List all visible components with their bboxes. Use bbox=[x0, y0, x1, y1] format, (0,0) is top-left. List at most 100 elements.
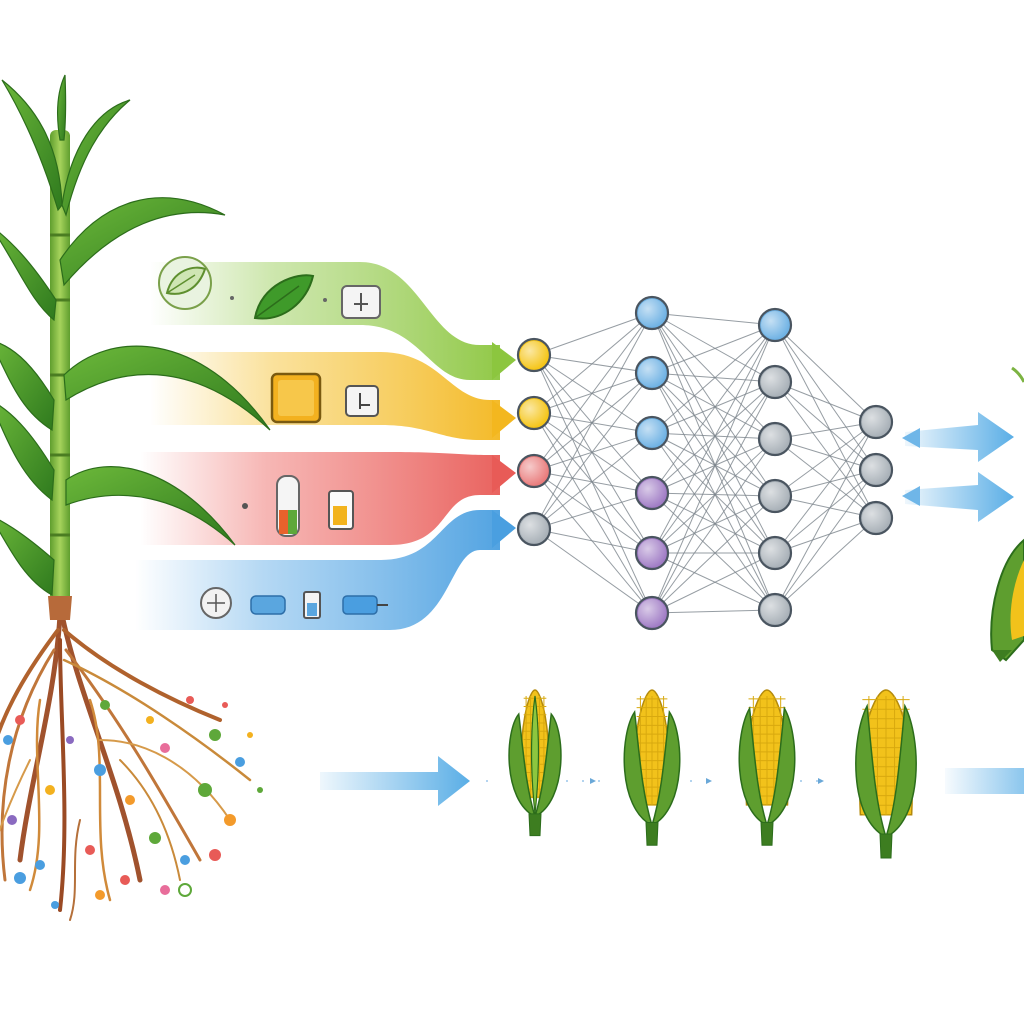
network-node-layer2-3 bbox=[634, 415, 670, 451]
network-node-layer2-1 bbox=[634, 295, 670, 331]
network-connection bbox=[651, 312, 776, 497]
sensor-box-icon bbox=[345, 385, 379, 417]
network-connection bbox=[774, 421, 877, 554]
network-node-layer2-6 bbox=[634, 595, 670, 631]
corn-cob-stage-4-icon bbox=[855, 689, 917, 859]
network-node-layer1-2 bbox=[516, 395, 552, 431]
dot-icon bbox=[242, 503, 248, 509]
network-connection bbox=[651, 609, 776, 614]
network-connection bbox=[651, 372, 776, 497]
network-connection bbox=[774, 381, 877, 471]
network-connection bbox=[774, 517, 877, 554]
network-connection bbox=[651, 312, 776, 383]
network-connection bbox=[533, 312, 653, 472]
arrow-head-green bbox=[492, 342, 516, 380]
network-connection bbox=[651, 432, 776, 554]
network-node-layer3-5 bbox=[757, 535, 793, 571]
network-connection bbox=[774, 438, 877, 471]
leaf-outline-icon bbox=[158, 256, 212, 310]
band-yellow bbox=[150, 352, 500, 440]
network-connection bbox=[533, 312, 653, 530]
network-connection bbox=[651, 381, 776, 614]
network-connection bbox=[533, 354, 653, 434]
network-node-layer4-2 bbox=[858, 452, 894, 488]
network-connection bbox=[533, 412, 653, 614]
network-connection bbox=[533, 372, 653, 530]
network-node-layer1-4 bbox=[516, 511, 552, 547]
network-connection bbox=[651, 372, 776, 440]
network-connection bbox=[533, 528, 653, 614]
network-connections bbox=[533, 312, 877, 614]
band-icons bbox=[158, 256, 388, 619]
network-connection bbox=[651, 381, 776, 554]
network-connection bbox=[774, 438, 877, 519]
root-system-icon bbox=[0, 612, 252, 921]
growth-timeline bbox=[320, 756, 1024, 806]
network-connection bbox=[651, 432, 776, 497]
network-connection bbox=[774, 381, 877, 519]
output-arrow-bottom bbox=[902, 472, 1014, 522]
leaf bbox=[0, 342, 55, 432]
network-connection bbox=[651, 372, 776, 554]
network-connection bbox=[651, 438, 776, 554]
leaf bbox=[56, 74, 67, 141]
yellow-square-icon bbox=[270, 372, 322, 424]
corn-growth-stages bbox=[508, 689, 917, 859]
network-connection bbox=[533, 372, 653, 414]
output-arrow-top bbox=[902, 412, 1014, 462]
timeline-arrow-end bbox=[945, 768, 1024, 794]
network-connection bbox=[651, 324, 776, 554]
network-connection bbox=[651, 324, 776, 494]
network-connection bbox=[651, 492, 776, 497]
network-connection bbox=[533, 312, 653, 356]
network-node-layer3-6 bbox=[757, 592, 793, 628]
network-connection bbox=[774, 495, 877, 519]
network-connection bbox=[774, 381, 877, 423]
arrow-head-yellow bbox=[492, 400, 516, 438]
network-node-layer3-4 bbox=[757, 478, 793, 514]
sensor-box-icon bbox=[341, 285, 381, 319]
input-bands bbox=[135, 262, 516, 630]
network-node-layer1-3 bbox=[516, 453, 552, 489]
network-connection bbox=[651, 552, 776, 614]
network-connection bbox=[651, 495, 776, 614]
network-connection bbox=[651, 324, 776, 374]
network-connection bbox=[651, 381, 776, 434]
network-connection bbox=[651, 312, 776, 326]
output-arrows bbox=[902, 412, 1014, 522]
network-node-layer4-3 bbox=[858, 500, 894, 536]
network-connection bbox=[651, 552, 776, 611]
leaf bbox=[1, 79, 63, 212]
network-connection bbox=[533, 470, 653, 614]
network-connection bbox=[533, 470, 653, 494]
leaf bbox=[59, 197, 226, 287]
network-connection bbox=[774, 421, 877, 497]
network-connection bbox=[651, 381, 776, 494]
neural-network bbox=[516, 295, 894, 631]
corn-cob-stage-2-icon bbox=[623, 689, 681, 846]
network-connection bbox=[533, 354, 653, 374]
network-node-layer2-5 bbox=[634, 535, 670, 571]
network-connection bbox=[774, 517, 877, 611]
sample-vial-icon bbox=[328, 490, 354, 530]
network-connection bbox=[651, 438, 776, 494]
network-connection bbox=[533, 432, 653, 530]
vial-icon bbox=[303, 591, 321, 619]
network-connection bbox=[533, 470, 653, 554]
dot-icon bbox=[323, 298, 327, 302]
network-connection bbox=[774, 469, 877, 497]
network-connection bbox=[651, 324, 776, 434]
corn-cob-output-icon bbox=[990, 366, 1024, 662]
network-connection bbox=[651, 492, 776, 611]
network-connection bbox=[533, 354, 653, 554]
network-connection bbox=[651, 324, 776, 614]
network-connection bbox=[651, 312, 776, 554]
soil-nutrient-dots bbox=[3, 696, 263, 909]
network-connection bbox=[533, 432, 653, 472]
leaf bbox=[0, 232, 57, 322]
network-connection bbox=[651, 312, 776, 440]
network-connection bbox=[533, 354, 653, 614]
network-connection bbox=[651, 432, 776, 440]
network-connection bbox=[651, 438, 776, 614]
